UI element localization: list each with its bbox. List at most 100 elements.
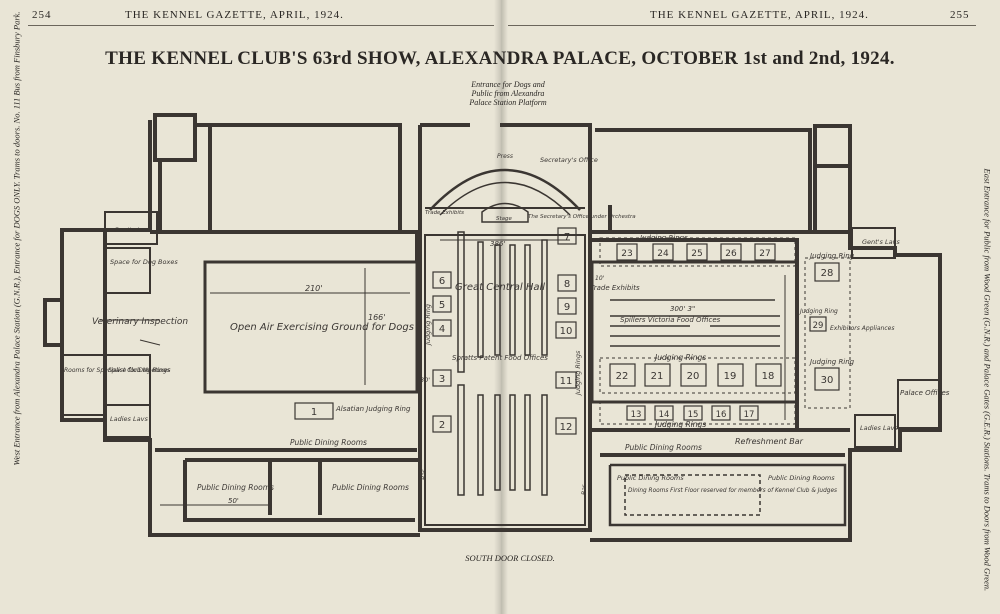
ring-number: 26	[725, 249, 737, 259]
ring-number: 30	[821, 375, 834, 386]
dim-50-label: 50'	[228, 497, 239, 505]
dimension-lines	[100, 239, 786, 506]
plan-walls	[43, 113, 942, 542]
plan-labels: Gent's Lavs Space for Dog Boxes Veterina…	[64, 153, 950, 505]
ring-box-7: 7	[557, 227, 577, 245]
judging-ring-29-label: Judging Ring	[799, 308, 838, 315]
judging-rings-top-label: Judging Rings	[638, 234, 688, 242]
hall-columns	[457, 231, 780, 496]
dim-166-label: 166'	[368, 313, 385, 322]
ring-box-20: 20	[680, 363, 707, 387]
dim-30-label: 30'	[420, 376, 430, 384]
ring-number: 19	[724, 371, 737, 382]
ring-number: 29	[813, 321, 824, 331]
ring-box-4: 4	[432, 319, 452, 337]
ring-box-23: 23	[616, 243, 638, 261]
dim-386-label: 386'	[490, 240, 505, 248]
veterinary-label: Veterinary Inspection	[92, 317, 188, 327]
judging-ring-vertical-left: Judging Ring	[424, 304, 432, 347]
public-dining-3-label: Public Dining Rooms	[332, 483, 409, 492]
ring-number: 8	[564, 279, 570, 290]
ring-boxes: 6 5 4 3 2 1 7 8 9 10 11 12 23 24 25 26 2…	[294, 227, 840, 435]
judging-ring-30-label: Judging Ring	[808, 358, 855, 366]
judging-ring-28-label: Judging Ring	[808, 252, 855, 260]
ring-number: 27	[759, 249, 770, 259]
ring-box-13: 13	[626, 405, 646, 421]
ring-box-17: 17	[739, 405, 759, 421]
ring-outlines	[599, 237, 851, 425]
public-dining-2-label: Public Dining Rooms	[197, 483, 274, 492]
ladies-lavs-left-label: Ladies Lavs	[110, 415, 148, 423]
ring-box-30: 30	[814, 367, 840, 391]
ring-number: 14	[659, 410, 670, 420]
ring-number: 16	[716, 410, 727, 420]
ring-number: 17	[744, 410, 755, 420]
ring-box-5: 5	[432, 295, 452, 313]
gents-lavs-left-label: Gent's Lavs	[114, 226, 152, 234]
ring-number: 21	[651, 371, 664, 382]
ladies-lavs-right-label: Ladies Lavs	[860, 424, 898, 432]
header-rule-right	[508, 25, 976, 26]
ring-number: 6	[439, 276, 445, 287]
page-title: THE KENNEL CLUB'S 63rd SHOW, ALEXANDRA P…	[105, 48, 895, 69]
ring-number: 10	[560, 326, 573, 337]
ring-box-3: 3	[432, 369, 452, 387]
judging-rings-mid-label: Judging Rings	[653, 353, 706, 362]
page-gutter	[494, 0, 508, 614]
ring-box-6: 6	[432, 271, 452, 289]
ring-box-1: 1	[294, 402, 334, 420]
secretary-office-under-label: The Secretary's Office under Orchestra	[528, 214, 636, 220]
stage-label: Stage	[496, 216, 513, 222]
ring-number: 22	[616, 371, 629, 382]
space-dog-boxes-2-label: Space for Dog Boxes	[108, 367, 171, 374]
ring-box-14: 14	[654, 405, 674, 421]
public-dining-room-2-label: Public Dining Rooms	[768, 474, 835, 482]
ring-box-8: 8	[557, 274, 577, 292]
right-page-number: 255	[950, 9, 970, 21]
judging-rings-vertical-right: Judging Rings	[574, 350, 582, 397]
spillers-label: Spillers Victoria Food Offices	[620, 316, 721, 324]
press-label: Press	[497, 153, 513, 160]
dim-10-label: 10'	[595, 275, 605, 282]
ring-number: 20	[687, 371, 700, 382]
ring-box-29: 29	[809, 316, 827, 332]
public-dining-right-label: Public Dining Rooms	[625, 443, 702, 452]
judging-rings-bottom-label: Judging Rings	[653, 420, 706, 429]
ring-box-22: 22	[609, 363, 636, 387]
ring-box-11: 11	[555, 371, 577, 389]
ring-number: 18	[762, 371, 775, 382]
exhibitors-appliances-label: Exhibitors Appliances	[830, 325, 894, 332]
ring-box-28: 28	[814, 262, 840, 282]
left-page-number: 254	[32, 9, 52, 21]
dim-300-label: 300' 3"	[670, 305, 695, 313]
ring-number: 28	[821, 268, 834, 279]
open-air-ground-label: Open Air Exercising Ground for Dogs	[230, 322, 414, 333]
ring-box-16: 16	[711, 405, 731, 421]
ring-number: 25	[691, 249, 702, 259]
refreshment-bar-label: Refreshment Bar	[735, 437, 804, 446]
public-dining-1-label: Public Dining Rooms	[290, 438, 367, 447]
trade-exhibits-left-label: Trade Exhibits	[425, 210, 464, 216]
ring-number: 24	[657, 249, 669, 259]
specialist-rooms-label: Rooms for Specialist Club Meetings	[64, 367, 170, 374]
public-dining-room-1-label: Public Dining Rooms	[617, 474, 684, 482]
ring-box-21: 21	[644, 363, 671, 387]
gents-lavs-right-label: Gent's Lavs	[862, 238, 900, 246]
ring-box-24: 24	[652, 243, 674, 261]
spratts-label: Spratts Patent Food Offices	[452, 354, 548, 362]
palace-offices-label: Palace Offices	[900, 389, 950, 397]
left-running-title: THE KENNEL GAZETTE, APRIL, 1924.	[125, 9, 344, 21]
bar-left-label: Bar	[421, 469, 428, 480]
great-central-hall-label: Great Central Hall	[455, 282, 545, 293]
ring-box-10: 10	[555, 321, 577, 339]
ring-number: 23	[621, 249, 632, 259]
secretary-office-label: Secretary's Office	[540, 156, 598, 164]
ring-number: 2	[439, 420, 445, 431]
ring-box-15: 15	[683, 405, 703, 421]
ring-number: 1	[311, 407, 317, 418]
ring-box-26: 26	[720, 243, 742, 261]
dim-210-label: 210'	[305, 284, 322, 293]
south-door-caption: SOUTH DOOR CLOSED.	[465, 553, 555, 563]
trade-exhibits-right-label: Trade Exhibits	[590, 284, 640, 292]
